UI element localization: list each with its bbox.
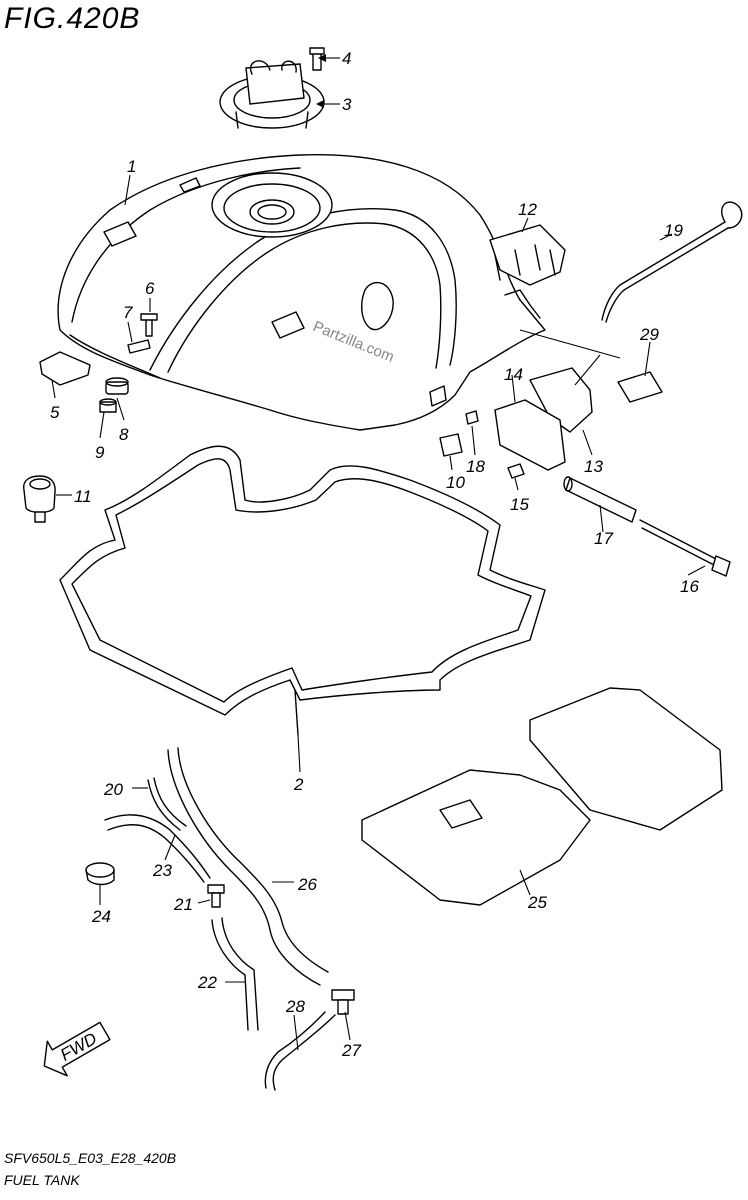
callout-10: 10: [446, 473, 465, 492]
joint-part-27: [331, 989, 355, 1015]
seal-part-2: [59, 445, 546, 716]
callout-21: 21: [173, 895, 193, 914]
callout-8: 8: [119, 425, 129, 444]
callout-23: 23: [152, 861, 172, 880]
fuel-cap-part-3: [219, 60, 325, 129]
cushion-part-10: [439, 433, 463, 457]
callout-24: 24: [91, 907, 111, 926]
callout-12: 12: [518, 200, 537, 219]
fuel-tank-part-1: [57, 153, 546, 431]
figure-title: FIG.420B: [4, 2, 141, 35]
callout-14: 14: [504, 365, 523, 384]
joint-part-21: [207, 884, 225, 908]
heat-shield-part-25: [361, 687, 723, 906]
callout-28: 28: [285, 997, 305, 1016]
callout-5: 5: [50, 403, 60, 422]
callout-4: 4: [342, 49, 351, 68]
hose-part-22: [211, 917, 259, 1031]
callout-16: 16: [680, 577, 699, 596]
label-part-29: [617, 371, 663, 403]
callout-7: 7: [123, 303, 133, 322]
callout-9: 9: [95, 443, 105, 462]
hinge-part-14: [494, 399, 566, 471]
callout-2: 2: [293, 775, 304, 794]
callout-numbers: 1 2 3 4 5 6 7 8 9 10 11 12 13 14 15 16 1…: [50, 49, 699, 1060]
callout-19: 19: [664, 221, 683, 240]
hose-part-23: [104, 814, 211, 883]
callout-13: 13: [584, 457, 603, 476]
callout-17: 17: [594, 529, 613, 548]
hose-part-28: [264, 1011, 336, 1091]
callout-22: 22: [197, 973, 217, 992]
callout-29: 29: [639, 325, 659, 344]
cover-part-11: [23, 475, 56, 523]
washer-part-7: [127, 339, 151, 354]
callout-3: 3: [342, 95, 352, 114]
callout-11: 11: [74, 487, 92, 506]
callout-20: 20: [103, 780, 123, 799]
callout-26: 26: [297, 875, 317, 894]
callout-6: 6: [145, 279, 155, 298]
callout-15: 15: [510, 495, 529, 514]
grommet-part-8: [105, 377, 129, 395]
bracket-part-12: [489, 224, 566, 286]
fwd-arrow-icon: FWD: [43, 1021, 111, 1077]
prop-rod-part-19: [601, 201, 743, 323]
bolt-part-4: [309, 47, 325, 71]
hose-part-20: [147, 779, 181, 831]
collar-part-9: [99, 398, 117, 413]
collar-part-24: [85, 862, 115, 886]
leader-lines: [51, 57, 706, 1051]
nut-part-18: [465, 410, 479, 425]
hose-part-26: [167, 747, 329, 986]
figure-code: SFV650L5_E03_E28_420B: [4, 1150, 177, 1166]
callout-18: 18: [466, 457, 485, 476]
figure-name: FUEL TANK: [4, 1172, 80, 1188]
callout-1: 1: [127, 157, 136, 176]
callout-27: 27: [341, 1041, 361, 1060]
screw-part-6: [140, 313, 158, 337]
nut-part-15: [507, 463, 525, 479]
callout-25: 25: [527, 893, 547, 912]
bolt-part-16: [639, 519, 731, 577]
cushion-part-5: [39, 351, 91, 386]
pipe-part-17: [563, 476, 637, 523]
